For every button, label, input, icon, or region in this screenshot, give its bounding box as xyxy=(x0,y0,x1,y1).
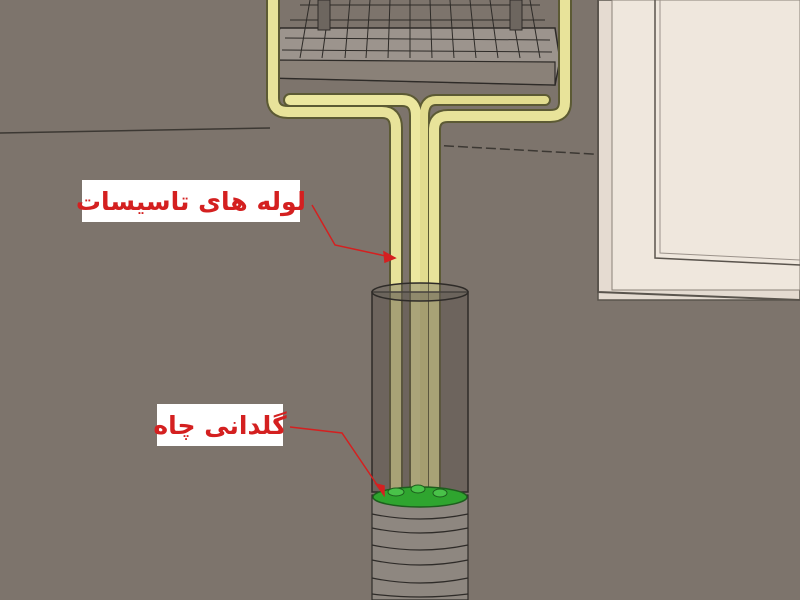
wall-window xyxy=(597,0,800,301)
well-arrowhead xyxy=(374,482,385,498)
well-arrow xyxy=(289,426,385,496)
pipes-arrowhead xyxy=(383,250,397,264)
pipes-label: لوله های تاسیسات xyxy=(76,180,306,222)
well-ring-label: گلدانی چاه xyxy=(153,404,287,446)
label-arrows xyxy=(289,204,397,498)
pipes-arrow xyxy=(311,204,396,259)
well-casing xyxy=(371,282,469,493)
floor-edge-line xyxy=(0,127,271,134)
well-cap-grass xyxy=(372,484,468,508)
well-ring-stack xyxy=(371,494,469,600)
installation-pipes xyxy=(266,0,572,497)
floor-edge-dashed-line xyxy=(429,144,611,156)
